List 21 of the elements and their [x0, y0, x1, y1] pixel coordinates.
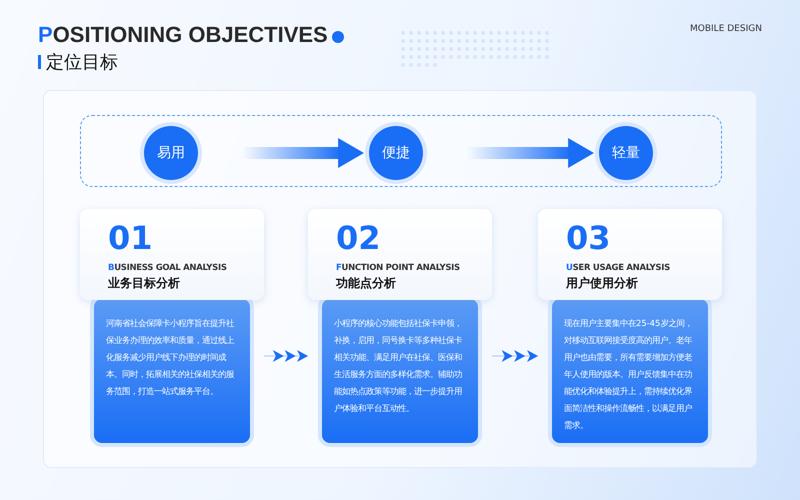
keyword-circle: 轻量 [599, 126, 653, 180]
english-heading: USER USAGE ANALYSIS [566, 263, 670, 273]
dashed-band [80, 115, 722, 187]
header-tag: MOBILE DESIGN [690, 24, 762, 34]
english-heading: FUNCTION POINT ANALYSIS [336, 263, 460, 273]
card-heading: 功能点分析 [336, 275, 396, 292]
info-card [80, 209, 264, 445]
keyword-circle: 易用 [144, 126, 198, 180]
step-number: 02 [336, 219, 381, 257]
page-title: POSITIONING OBJECTIVES [38, 22, 328, 48]
chevron-arrow [492, 350, 538, 362]
step-number: 03 [566, 219, 611, 257]
info-card [538, 209, 722, 445]
chevron-arrow [264, 350, 308, 362]
keyword-circle: 便捷 [369, 126, 423, 180]
card-heading: 用户使用分析 [566, 275, 638, 292]
info-card [308, 209, 492, 445]
subtitle: 定位目标 [46, 51, 118, 74]
step-number: 01 [108, 219, 153, 257]
english-heading: BUSINESS GOAL ANALYSIS [108, 263, 227, 273]
card-heading: 业务目标分析 [108, 275, 180, 292]
